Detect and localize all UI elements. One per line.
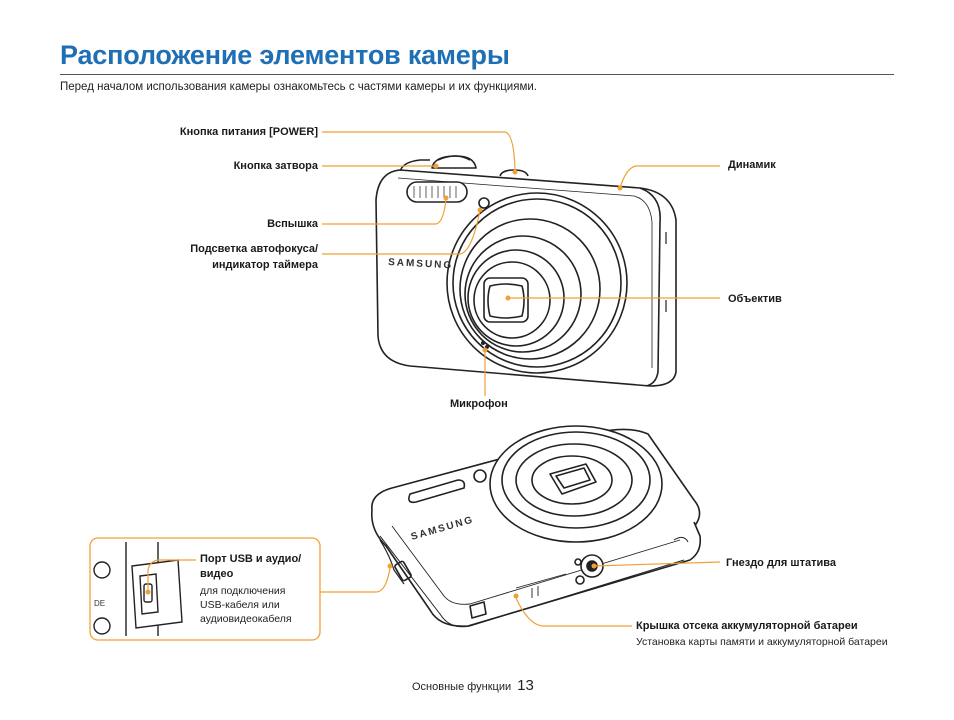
front-leader-dots xyxy=(433,163,623,353)
title-divider xyxy=(60,74,894,75)
label-flash: Вспышка xyxy=(267,218,318,230)
label-af-assist-line1: Подсветка автофокуса/ xyxy=(190,243,318,255)
page-footer: Основные функции 13 xyxy=(412,677,534,694)
intro-text: Перед началом использования камеры ознак… xyxy=(60,81,537,93)
page-title: Расположение элементов камеры xyxy=(60,40,510,70)
label-af-assist-line2: индикатор таймера xyxy=(212,259,318,271)
label-tripod-socket: Гнездо для штатива xyxy=(726,557,836,569)
label-power-button: Кнопка питания [POWER] xyxy=(179,126,318,138)
inset-side-marking: DE xyxy=(94,599,105,608)
label-lens: Объектив xyxy=(728,293,782,305)
front-camera-drawing xyxy=(375,155,677,387)
label-battery-cover: Крышка отсека аккумуляторной батареи xyxy=(636,620,858,632)
front-leader-lines xyxy=(322,131,720,396)
label-usb-port-line1: Порт USB и аудио/ xyxy=(200,553,302,565)
usb-port-desc-line2: USB-кабеля или xyxy=(200,599,280,611)
label-shutter-button: Кнопка затвора xyxy=(233,160,318,172)
front-brand-logo: SAMSUNG xyxy=(388,257,454,271)
usb-port-desc-line3: аудиовидеокабеля xyxy=(200,613,292,625)
bottom-leader-lines xyxy=(147,559,721,627)
usb-port-inset-drawing xyxy=(93,542,183,636)
page-number: 13 xyxy=(517,677,534,694)
bottom-leader-dots xyxy=(145,563,597,599)
bottom-camera-drawing xyxy=(370,425,702,628)
usb-port-desc-line1: для подключения xyxy=(200,585,286,597)
battery-cover-desc: Установка карты памяти и аккумуляторной … xyxy=(636,636,888,648)
label-usb-port-line2: видео xyxy=(200,568,234,580)
label-microphone: Микрофон xyxy=(450,398,508,410)
footer-section-name: Основные функции xyxy=(412,681,512,693)
label-speaker: Динамик xyxy=(728,159,776,171)
